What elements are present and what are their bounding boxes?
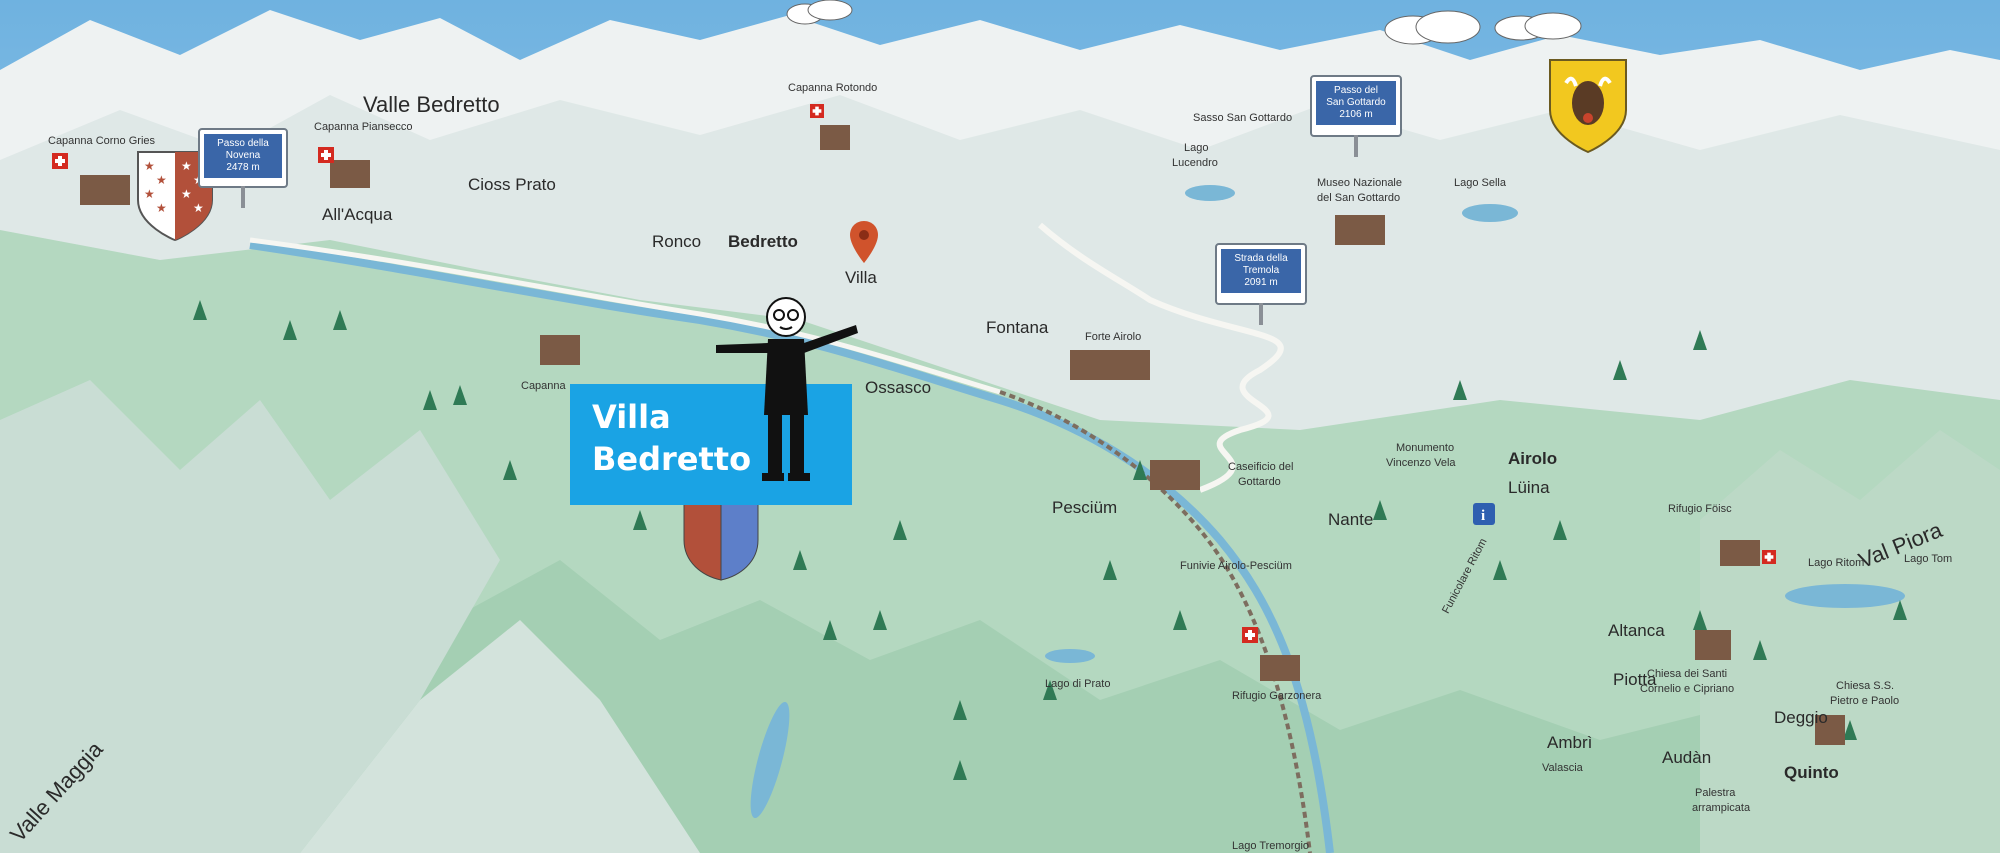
place-capanna-piansecco: Capanna Piansecco [314, 121, 413, 133]
cloud-icon [1384, 10, 1481, 45]
place-capanna-corno-gries: Capanna Corno Gries [48, 135, 156, 147]
svg-text:i: i [1481, 508, 1485, 524]
place-arrampicata: arrampicata [1692, 802, 1751, 814]
svg-text:★: ★ [156, 173, 167, 187]
swiss-flag-icon [318, 147, 334, 163]
swiss-flag-icon [52, 153, 68, 169]
place-rifugio-garzonera: Rifugio Garzonera [1232, 690, 1322, 702]
svg-text:★: ★ [156, 201, 167, 215]
place-monumento: Monumento [1396, 442, 1455, 454]
place-capanna-rotondo: Capanna Rotondo [788, 82, 878, 94]
place-forte-airolo: Forte Airolo [1085, 331, 1142, 343]
place-lago-sella: Lago Sella [1454, 177, 1506, 189]
village-quinto: Quinto [1784, 763, 1839, 782]
region-valle-bedretto: Valle Bedretto [363, 92, 500, 117]
place-lago-ritom: Lago Ritom [1808, 557, 1865, 569]
village-ossasco: Ossasco [865, 378, 932, 397]
uri-coat-of-arms-icon [1549, 59, 1627, 154]
village-altanca: Altanca [1608, 621, 1665, 640]
place-pietro-e-paolo: Pietro e Paolo [1830, 695, 1900, 707]
village-fontana: Fontana [986, 318, 1049, 337]
village-cioss-prato: Cioss Prato [468, 175, 556, 194]
swiss-flag-icon [810, 104, 824, 118]
village-piotta: Piotta [1613, 670, 1657, 689]
place-chiesa-ss: Chiesa S.S. [1836, 680, 1895, 692]
cloud-icon [786, 0, 853, 25]
village-ronco: Ronco [652, 232, 702, 251]
place-valascia: Valascia [1542, 762, 1583, 774]
place-caseificio: Caseificio del [1228, 461, 1294, 473]
swiss-flag-icon [1242, 627, 1258, 643]
village-audan: Audàn [1662, 748, 1712, 767]
village-airolo: Airolo [1508, 449, 1558, 468]
callout-line-2: Bedretto [592, 440, 752, 478]
svg-text:★: ★ [144, 187, 155, 201]
village-all-acqua: All'Acqua [322, 205, 393, 224]
place-rifugio-foisc: Rifugio Föisc [1668, 503, 1732, 515]
place-lucendro: Lucendro [1172, 157, 1218, 169]
place-gottardo: Gottardo [1238, 476, 1281, 488]
valais-coat-of-arms-icon: ★★★★ ★★★★ [137, 151, 213, 242]
village-luina: Lüina [1508, 478, 1550, 497]
bedretto-shield-icon [683, 491, 759, 581]
place-sasso-san-gottardo: Sasso San Gottardo [1193, 112, 1293, 124]
place-lago-tremorgio: Lago Tremorgio [1232, 840, 1310, 852]
svg-text:★: ★ [181, 159, 192, 173]
svg-text:★: ★ [193, 201, 204, 215]
village-nante: Nante [1328, 510, 1374, 529]
place-vincenzo-vela: Vincenzo Vela [1386, 457, 1456, 469]
place-palestra: Palestra [1695, 787, 1736, 799]
place-del-san-gottardo: del San Gottardo [1317, 192, 1401, 204]
place-lago-lucendro: Lago [1184, 142, 1209, 154]
village-bedretto: Bedretto [728, 232, 798, 251]
cloud-icon [1494, 12, 1582, 41]
place-funivie-airolo-pescium: Funivie Airolo-Pesciüm [1180, 560, 1292, 572]
village-villa: Villa [845, 268, 877, 287]
village-deggio: Deggio [1774, 708, 1828, 727]
place-cornelio-e-cipriano: Cornelio e Cipriano [1640, 683, 1735, 695]
village-pescium: Pesciüm [1052, 498, 1118, 517]
place-chiesa-dei-santi: Chiesa dei Santi [1647, 668, 1728, 680]
place-lago-tom: Lago Tom [1904, 553, 1953, 565]
info-icon[interactable]: i [1473, 503, 1495, 525]
swiss-flag-icon [1762, 550, 1776, 564]
callout-line-1: Villa [592, 398, 671, 436]
place-capanna: Capanna [521, 380, 566, 392]
location-pin-icon[interactable] [849, 220, 879, 264]
village-ambri: Ambrì [1547, 733, 1593, 752]
place-lago-di-prato: Lago di Prato [1045, 678, 1111, 690]
place-museo-nazionale: Museo Nazionale [1317, 177, 1402, 189]
svg-text:★: ★ [181, 187, 192, 201]
mascot-figure [716, 297, 858, 481]
svg-text:★: ★ [144, 159, 155, 173]
